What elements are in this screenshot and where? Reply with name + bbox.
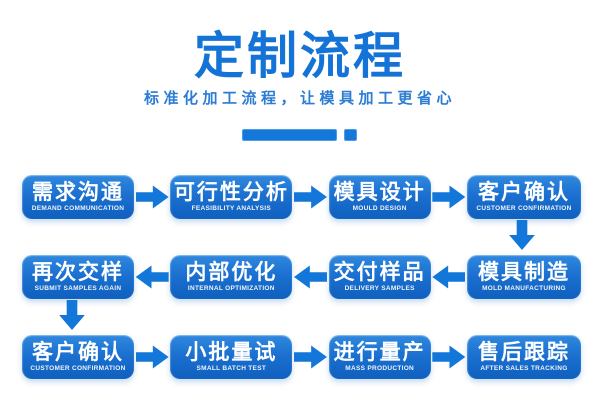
step-subtitle: MOLD MANUFACTURING	[482, 284, 566, 292]
step-title: 再次交样	[32, 260, 124, 284]
connector-gap	[292, 255, 328, 299]
arrow-left-icon	[432, 265, 466, 289]
arrow-right-icon	[135, 345, 169, 369]
arrow-down-icon	[509, 220, 535, 250]
step-title: 需求沟通	[32, 180, 124, 204]
step-mass-production: 进行量产 MASS PRODUCTION	[328, 335, 431, 379]
step-after-sales-tracking: 售后跟踪 AFTER SALES TRACKING	[466, 335, 581, 379]
step-title: 小批量试	[185, 340, 278, 364]
step-customer-confirmation-1: 客户确认 CUSTOMER CONFIRMATION	[466, 175, 581, 219]
step-customer-confirmation-2: 客户确认 CUSTOMER CONFIRMATION	[22, 335, 134, 379]
step-subtitle: MOULD DESIGN	[352, 204, 407, 212]
flow-row-2: 再次交样 SUBMIT SAMPLES AGAIN 内部优化 INTERNAL …	[22, 255, 581, 299]
flow-row-3: 客户确认 CUSTOMER CONFIRMATION 小批量试 SMALL BA…	[22, 335, 581, 379]
step-mold-manufacturing: 模具制造 MOLD MANUFACTURING	[466, 255, 581, 299]
step-subtitle: CUSTOMER CONFIRMATION	[30, 364, 126, 372]
title-underline-dot	[344, 129, 357, 141]
step-subtitle: SMALL BATCH TEST	[196, 364, 267, 372]
arrow-right-icon	[432, 185, 466, 209]
arrow-right-icon	[293, 345, 327, 369]
arrow-right-icon	[432, 345, 466, 369]
step-subtitle: MASS PRODUCTION	[345, 364, 415, 372]
step-demand-communication: 需求沟通 DEMAND COMMUNICATION	[22, 175, 134, 219]
step-title: 内部优化	[185, 260, 278, 284]
connector-gap	[134, 335, 170, 379]
step-feasibility-analysis: 可行性分析 FEASIBILITY ANALYSIS	[170, 175, 293, 219]
step-title: 模具设计	[333, 180, 426, 204]
step-delivery-samples: 交付样品 DELIVERY SAMPLES	[328, 255, 431, 299]
connector-gap	[431, 255, 467, 299]
step-title: 客户确认	[477, 180, 570, 204]
step-subtitle: SUBMIT SAMPLES AGAIN	[34, 284, 122, 292]
step-mould-design: 模具设计 MOULD DESIGN	[328, 175, 431, 219]
arrow-down-icon	[59, 300, 85, 330]
arrow-right-icon	[293, 185, 327, 209]
step-internal-optimization: 内部优化 INTERNAL OPTIMIZATION	[170, 255, 293, 299]
connector-gap	[431, 175, 467, 219]
arrow-left-icon	[135, 265, 169, 289]
connector-gap	[134, 255, 170, 299]
step-title: 进行量产	[333, 340, 426, 364]
step-subtitle: FEASIBILITY ANALYSIS	[191, 204, 272, 212]
step-subtitle: DEMAND COMMUNICATION	[31, 204, 125, 212]
step-subtitle: DELIVERY SAMPLES	[344, 284, 415, 292]
step-subtitle: AFTER SALES TRACKING	[480, 364, 568, 372]
step-title: 客户确认	[32, 340, 124, 364]
page-title: 定制流程	[194, 28, 406, 84]
step-small-batch-test: 小批量试 SMALL BATCH TEST	[170, 335, 293, 379]
connector-gap	[134, 175, 170, 219]
arrow-right-icon	[135, 185, 169, 209]
step-title: 售后跟踪	[477, 340, 570, 364]
connector-gap	[292, 335, 328, 379]
step-title: 可行性分析	[173, 180, 289, 204]
page-subtitle: 标准化加工流程，让模具加工更省心	[143, 90, 456, 107]
arrow-left-icon	[293, 265, 327, 289]
flow-row-1: 需求沟通 DEMAND COMMUNICATION 可行性分析 FEASIBIL…	[22, 175, 581, 219]
title-underline-bar	[242, 129, 337, 141]
step-subtitle: CUSTOMER CONFIRMATION	[476, 204, 572, 212]
step-submit-samples-again: 再次交样 SUBMIT SAMPLES AGAIN	[22, 255, 134, 299]
step-title: 交付样品	[333, 260, 426, 284]
connector-gap	[431, 335, 467, 379]
step-title: 模具制造	[477, 260, 570, 284]
connector-gap	[292, 175, 328, 219]
step-subtitle: INTERNAL OPTIMIZATION	[187, 284, 275, 292]
